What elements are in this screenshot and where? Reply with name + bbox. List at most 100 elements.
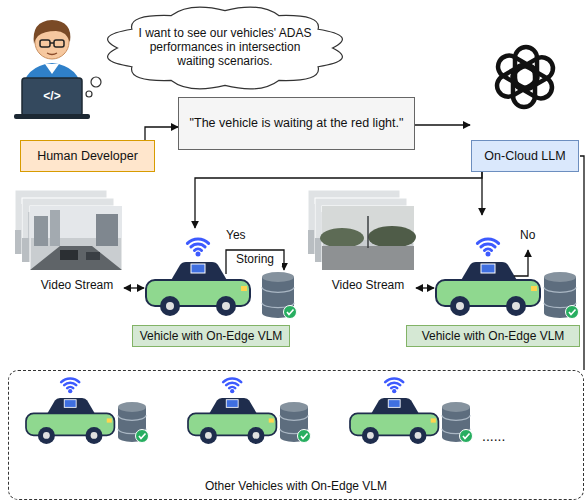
database-band [280,415,308,420]
vehicle-light [531,286,537,291]
stream-arrow [124,287,144,288]
llm-label: On-Cloud LLM [471,140,579,172]
thought-bubble [86,91,92,97]
check-mark [301,434,308,439]
flow-arrow [415,124,470,125]
developer-glasses-bridge [50,42,54,44]
database-icon [118,402,149,443]
database-top [544,272,576,282]
vehicle-rim [253,432,260,439]
developer-hair [34,20,71,44]
vehicle-wheel [160,296,180,316]
database-top [280,402,308,412]
frame-trees [320,228,364,248]
vehicle-wheel [200,427,217,444]
video-frame [30,206,122,270]
vehicle-rim [415,432,422,439]
vehicle-block: Vehicle with On-Edge VLM [120,228,302,348]
check-mark [569,310,576,315]
role-box: Human Developer [20,140,155,172]
wifi-arc [187,239,208,243]
vehicle-wheel [248,427,265,444]
database-band [544,287,576,292]
discard-arrow [514,250,528,276]
frame-bg [30,206,122,270]
wifi-arc [223,378,241,382]
vehicle-wheel [216,296,236,316]
llm-logo [493,47,557,107]
database-top [118,402,146,412]
role-label: Human Developer [37,149,138,164]
stream-arrow [416,287,434,288]
wifi-arc [484,249,491,250]
wifi-arc [61,378,79,382]
database-icon [280,402,311,443]
code-symbol: </> [22,89,82,103]
vehicle-label: Vehicle with On-Edge VLM [132,325,290,347]
vehicle-rim [367,432,374,439]
vehicle-icon [26,378,114,443]
logo-link [494,52,541,92]
vehicle-light [107,418,112,422]
flow-arrow [195,172,482,228]
flow-arrow [481,172,482,215]
database-top [262,272,294,282]
wifi-arc [191,244,205,247]
frame-road [30,246,122,270]
vehicle-icon [436,239,540,316]
laptop-screen [22,78,82,116]
database-body [118,407,146,442]
database-icon [262,272,297,319]
vehicle-light [431,418,436,422]
laptop-base [14,114,90,119]
database-band [262,287,294,292]
flow-arrow [580,156,584,370]
prompt-text: "The vehicle is waiting at the red light… [187,116,407,131]
database-icon [442,402,473,443]
answer-label: Yes [226,228,246,242]
check-badge [136,430,149,443]
developer-glasses [40,40,50,47]
vehicle-rim [456,302,464,310]
wifi-dot [196,252,201,257]
frame-pole [367,216,369,248]
frame-car [86,252,100,260]
wifi-arc [226,383,238,385]
vehicle-sensor [388,400,400,408]
vehicle-wheel [86,427,103,444]
wifi-arc [194,249,201,250]
stream-label: Video Stream [308,278,428,292]
vehicle-light [269,418,274,422]
vehicle-wheel [362,427,379,444]
database-icon [544,272,579,319]
wifi-arc [477,239,498,243]
check-badge [284,306,297,319]
vehicle-wheel [38,427,55,444]
wifi-arc [388,383,400,385]
frame-trees [368,226,416,248]
check-badge [298,430,311,443]
database-band [442,415,470,420]
database-band [118,415,146,420]
wifi-arc [67,387,73,388]
video-frame [320,206,416,270]
developer-icon [14,20,90,119]
wifi-arc [64,383,76,385]
ellipsis-mark: ...... [482,428,505,445]
vehicle-block: Vehicle with On-Edge VLM [404,215,582,348]
wifi-dot [486,252,491,257]
stream-label: Video Stream [17,278,137,292]
wifi-arc [481,244,495,247]
vehicle-rim [205,432,212,439]
frame-car [60,250,78,260]
vehicle-sensor [191,264,205,273]
check-mark [463,434,470,439]
vehicle-wheel [410,427,427,444]
prompt-box: "The vehicle is waiting at the red light… [178,97,415,150]
database-top [442,402,470,412]
developer-mouth [47,53,57,55]
frame-building [50,210,60,246]
wifi-dot [68,389,72,393]
developer-glasses [54,40,64,47]
